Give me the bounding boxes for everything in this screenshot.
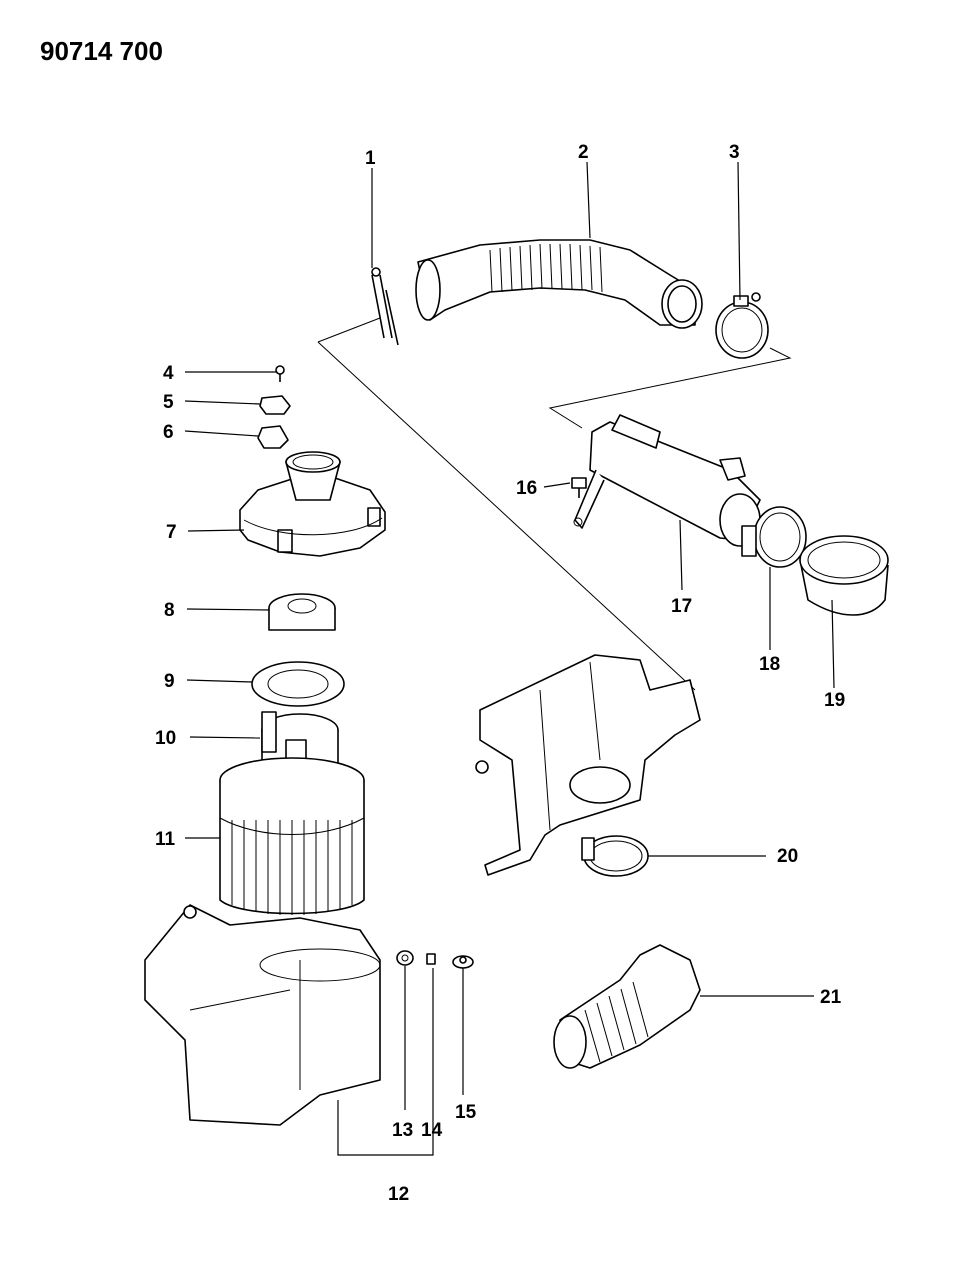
callout-11: 11 xyxy=(155,829,176,850)
part-13-grommet xyxy=(396,950,414,966)
callout-7: 7 xyxy=(166,522,177,543)
part-1-clip xyxy=(371,267,399,346)
callout-18: 18 xyxy=(759,654,780,675)
callout-5: 5 xyxy=(163,392,174,413)
callout-3: 3 xyxy=(729,142,740,163)
part-2-intake-hose xyxy=(415,239,703,329)
callout-4: 4 xyxy=(163,363,174,384)
leader-lines xyxy=(184,161,835,1156)
part-14-pin xyxy=(426,953,436,965)
part-9-gasket xyxy=(251,661,345,707)
callout-17: 17 xyxy=(671,596,692,617)
callout-12: 12 xyxy=(388,1184,409,1205)
part-17-resonator xyxy=(573,414,761,547)
part-8-filter-element xyxy=(268,593,336,631)
air-cleaner-housing xyxy=(475,654,701,876)
callout-20: 20 xyxy=(777,846,798,867)
callout-10: 10 xyxy=(155,728,176,749)
callout-8: 8 xyxy=(164,600,175,621)
callout-14: 14 xyxy=(421,1120,443,1141)
callout-labels: 1 2 3 4 5 6 7 8 9 10 11 12 13 14 15 16 1… xyxy=(155,142,845,1205)
part-16-bolt xyxy=(571,477,587,498)
callout-6: 6 xyxy=(163,422,174,443)
part-19-sleeve xyxy=(799,535,889,616)
connector-line-upper xyxy=(317,317,792,691)
part-18-clamp xyxy=(741,506,807,568)
part-4-screw xyxy=(275,365,285,382)
callout-16: 16 xyxy=(516,478,537,499)
part-11-filter-canister xyxy=(219,757,365,915)
callout-9: 9 xyxy=(164,671,175,692)
callout-21: 21 xyxy=(820,987,842,1008)
callout-1: 1 xyxy=(365,148,376,169)
part-21-elbow-hose xyxy=(553,944,701,1069)
callout-15: 15 xyxy=(455,1102,477,1123)
part-15-washer xyxy=(452,955,474,969)
part-7-air-cleaner-cover xyxy=(239,451,386,557)
part-6-bracket xyxy=(257,425,289,449)
part-5-bracket xyxy=(259,395,291,415)
callout-19: 19 xyxy=(824,690,845,711)
document-id: 90714 700 xyxy=(40,36,163,66)
callout-13: 13 xyxy=(392,1120,413,1141)
part-3-clamp xyxy=(715,292,769,359)
part-20-clamp xyxy=(581,835,649,877)
part-12-air-cleaner-case xyxy=(144,904,381,1126)
callout-2: 2 xyxy=(578,142,589,163)
